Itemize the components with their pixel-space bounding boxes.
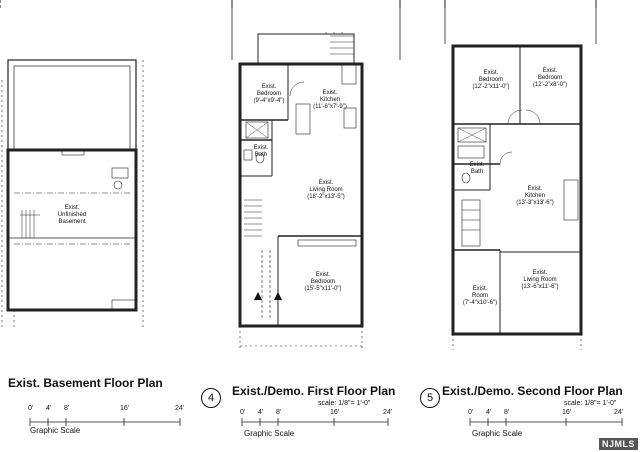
room-label: Exist. Bedroom (12'-2"x11'-0") <box>472 70 510 90</box>
scale-tick: 24' <box>614 409 624 416</box>
first-floor-plan <box>231 8 401 348</box>
scale-label: scale: 1/8"= 1'-0" <box>564 400 617 407</box>
scale-bars <box>29 418 623 426</box>
room-label: Exist. Living Room (13'-6"x11'-6") <box>521 270 559 290</box>
room-label: Exist. Bath <box>253 145 269 158</box>
graphic-scale-label: Graphic Scale <box>30 426 81 435</box>
room-label: Exist. Bedroom (12'-2"x8'-0") <box>532 68 568 88</box>
scale-tick: 16' <box>330 409 340 416</box>
scale-tick: 24' <box>175 405 185 412</box>
scale-tick: 16' <box>562 409 572 416</box>
plan-number: 4 <box>201 388 221 408</box>
scale-tick: 24' <box>383 409 393 416</box>
watermark-logo: NJMLS <box>598 438 638 450</box>
scale-tick: 0' <box>240 409 246 416</box>
graphic-scale-label: Graphic Scale <box>472 429 523 438</box>
basement-plan <box>1 59 144 330</box>
scale-tick: 0' <box>468 409 474 416</box>
room-label: Exist. Room (7'-4"x10'-6") <box>462 286 498 306</box>
room-label: Exist. Bath <box>469 162 485 175</box>
room-label: Exist. Bedroom (9'-4"x9'-4") <box>253 84 285 104</box>
scale-tick: 4' <box>258 409 264 416</box>
room-label: Exist. Bedroom (15'-5"x11'-0") <box>304 272 342 292</box>
scale-tick: 8' <box>276 409 282 416</box>
room-label: Exist. Living Room (18'-2"x13'-5") <box>307 180 345 200</box>
scale-tick: 8' <box>504 409 510 416</box>
scale-tick: 4' <box>486 409 492 416</box>
scale-tick: 16' <box>120 405 130 412</box>
plan-number: 5 <box>420 388 440 408</box>
scale-tick: 4' <box>46 405 52 412</box>
second-floor-plan <box>444 8 597 350</box>
scale-tick: 8' <box>64 405 70 412</box>
scale-tick: 0' <box>28 405 34 412</box>
room-label: Exist. Unfinished Basement <box>57 205 87 225</box>
plan-title: Exist. Basement Floor Plan <box>8 376 163 390</box>
graphic-scale-label: Graphic Scale <box>244 429 295 438</box>
plan-title: Exist./Demo. First Floor Plan <box>232 384 396 398</box>
room-label: Exist. Kitchen (11'-6"x7'-9") <box>313 90 347 110</box>
room-label: Exist. Kitchen (13'-3"x13'-6") <box>516 186 554 206</box>
plan-title: Exist./Demo. Second Floor Plan <box>442 384 623 398</box>
scale-label: scale: 1/8"= 1'-0" <box>318 400 371 407</box>
